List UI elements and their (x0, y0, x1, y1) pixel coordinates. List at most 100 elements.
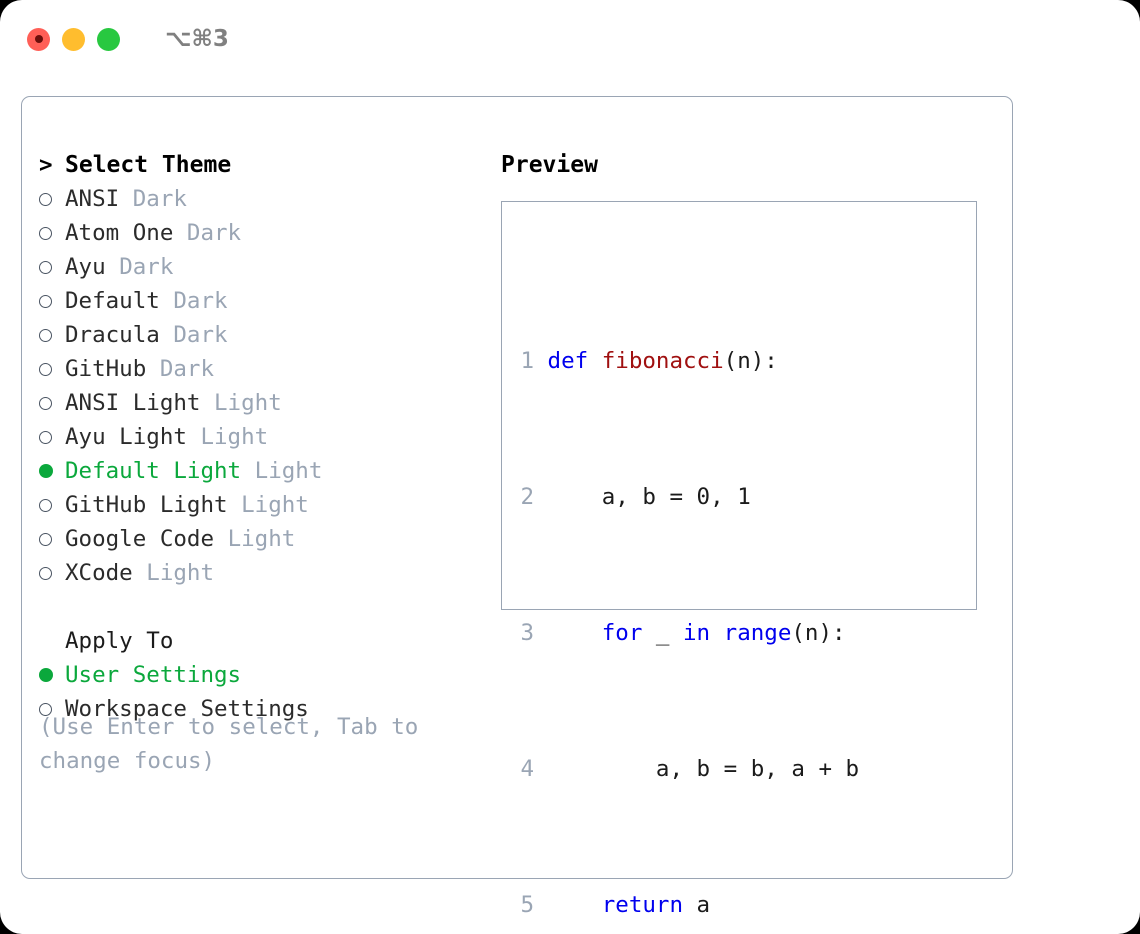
theme-item-variant: Light (146, 560, 215, 586)
help-text-line-2: change focus) (39, 748, 216, 774)
traffic-lights (27, 27, 120, 51)
code-token-plain: a, b = 0, 1 (547, 484, 751, 510)
radio-empty-icon[interactable] (39, 358, 65, 381)
preview-code: 1 def fibonacci(n): 2 a, b = 0, 1 3 for … (518, 242, 900, 934)
theme-item-variant: Dark (173, 288, 228, 314)
theme-item-label: Default (65, 288, 160, 314)
radio-empty-icon[interactable] (39, 528, 65, 551)
code-line: 4 a, b = b, a + b (518, 752, 900, 786)
apply-to-option-label: User Settings (65, 662, 242, 688)
code-token-plain: a (683, 892, 711, 918)
main-panel: > Select Theme ANSI Dark Atom One Dark Ay… (21, 96, 1013, 918)
radio-empty-icon[interactable] (39, 392, 65, 415)
radio-empty-icon[interactable] (39, 562, 65, 585)
theme-item-label: GitHub Light (65, 492, 228, 518)
code-token-plain: (n): (723, 348, 778, 374)
radio-filled-icon[interactable] (39, 664, 65, 687)
theme-item-label: XCode (65, 560, 133, 586)
theme-item-variant: Light (200, 424, 269, 450)
theme-item-variant: Dark (132, 186, 187, 212)
theme-item-variant: Light (227, 526, 296, 552)
radio-empty-icon[interactable] (39, 494, 65, 517)
minimize-button-icon[interactable] (62, 27, 85, 51)
radio-empty-icon[interactable] (39, 256, 65, 279)
code-token-keyword: return (601, 892, 684, 918)
theme-item-ayu-light[interactable]: Ayu Light Light (39, 420, 489, 454)
theme-item-ansi-dark[interactable]: ANSI Dark (39, 182, 489, 216)
theme-item-atom-one-dark[interactable]: Atom One Dark (39, 216, 489, 250)
radio-empty-icon[interactable] (39, 290, 65, 313)
title-bar: ⌥⌘3 (0, 0, 1140, 78)
theme-item-google-code[interactable]: Google Code Light (39, 522, 489, 556)
code-token-keyword: for (601, 620, 643, 646)
close-inner-dot (34, 35, 43, 43)
theme-item-default-dark[interactable]: Default Dark (39, 284, 489, 318)
code-token-keyword: def (547, 348, 589, 374)
radio-empty-icon[interactable] (39, 698, 65, 721)
preview-title: Preview (501, 152, 598, 178)
theme-item-label: ANSI (65, 186, 120, 212)
theme-item-ansi-light[interactable]: ANSI Light Light (39, 386, 489, 420)
apply-to-option-user-settings[interactable]: User Settings (39, 658, 489, 692)
preview-box: 1 def fibonacci(n): 2 a, b = 0, 1 3 for … (501, 201, 977, 918)
close-button-icon[interactable] (27, 27, 50, 51)
theme-picker: > Select Theme ANSI Dark Atom One Dark Ay… (39, 148, 489, 726)
code-line: 2 a, b = 0, 1 (518, 480, 900, 514)
theme-item-variant: Light (241, 492, 309, 518)
line-number: 3 (520, 620, 534, 646)
code-token-plain: a, b = b, a + b (547, 756, 860, 782)
theme-item-variant: Light (254, 458, 323, 484)
theme-item-github-dark[interactable]: GitHub Dark (39, 352, 489, 386)
apply-to-option-label: Workspace Settings (65, 696, 309, 722)
theme-picker-header: > Select Theme (39, 148, 489, 182)
help-text-line-1: (Use Enter to select, Tab to (39, 714, 419, 740)
line-number: 1 (520, 348, 534, 374)
theme-item-ayu-dark[interactable]: Ayu Dark (39, 250, 489, 284)
code-token-plain: (n): (791, 620, 846, 646)
theme-item-github-light[interactable]: GitHub Light Light (39, 488, 489, 522)
code-line: 5 return a (518, 888, 900, 922)
line-number: 4 (520, 756, 534, 782)
theme-item-label: Ayu (65, 254, 106, 280)
apply-to-header: Apply To (39, 624, 489, 658)
code-token-indent (548, 892, 602, 918)
code-token-function: fibonacci (601, 348, 724, 374)
code-token-space (710, 620, 724, 646)
theme-item-variant: Dark (173, 322, 228, 348)
apply-to-option-workspace-settings[interactable]: Workspace Settings (39, 692, 489, 726)
code-token-indent (548, 620, 602, 646)
line-number: 2 (520, 484, 534, 510)
theme-item-label: Default Light (65, 458, 242, 484)
code-token-plain: _ (642, 620, 684, 646)
theme-item-variant: Light (214, 390, 282, 416)
theme-item-variant: Dark (159, 356, 215, 382)
theme-item-label: GitHub (65, 356, 147, 382)
apply-to-label: Apply To (65, 628, 174, 654)
radio-filled-icon[interactable] (39, 460, 65, 483)
theme-item-dracula-dark[interactable]: Dracula Dark (39, 318, 489, 352)
theme-item-variant: Dark (119, 254, 174, 280)
radio-empty-icon[interactable] (39, 188, 65, 211)
radio-empty-icon[interactable] (39, 426, 65, 449)
radio-empty-icon[interactable] (39, 222, 65, 245)
theme-picker-title: Select Theme (65, 152, 232, 178)
theme-item-label: Atom One (65, 220, 174, 246)
theme-item-variant: Dark (186, 220, 242, 246)
theme-item-default-light[interactable]: Default Light Light (39, 454, 489, 488)
list-spacer (39, 590, 489, 624)
zoom-button-icon[interactable] (97, 27, 120, 51)
theme-item-label: ANSI Light (65, 390, 201, 416)
code-token-keyword: in (683, 620, 711, 646)
code-token-space (588, 348, 602, 374)
theme-item-xcode[interactable]: XCode Light (39, 556, 489, 590)
code-line: 3 for _ in range(n): (518, 616, 900, 650)
caret-icon: > (39, 151, 53, 178)
theme-item-label: Google Code (65, 526, 215, 552)
code-line: 1 def fibonacci(n): (518, 344, 900, 378)
line-number: 5 (520, 892, 534, 918)
window-title: ⌥⌘3 (165, 26, 229, 52)
code-token-builtin: range (723, 620, 792, 646)
preview-pane: Preview 1 def fibonacci(n): 2 a, b = 0, … (501, 148, 991, 918)
radio-empty-icon[interactable] (39, 324, 65, 347)
